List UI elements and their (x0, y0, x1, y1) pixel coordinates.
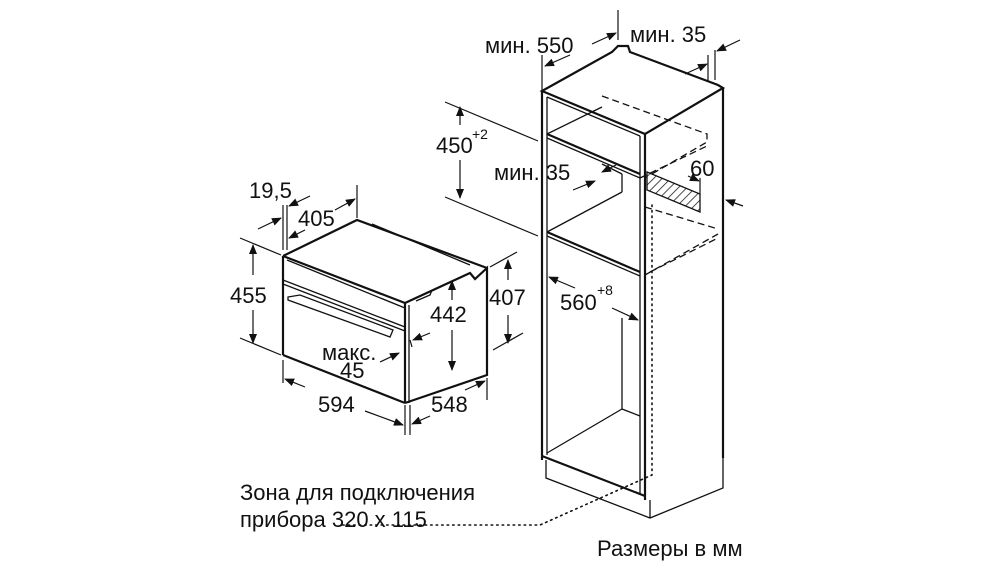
built-in-appliance (281, 218, 489, 405)
door-handle (287, 294, 394, 338)
niche-height-tolerance: +2 (472, 126, 488, 142)
ventilation-opening (646, 171, 701, 213)
connection-zone-line2: прибора 320 x 115 (240, 507, 427, 532)
connection-zone-line1: Зона для подключения (240, 480, 475, 505)
niche-width-label: 560 (560, 290, 597, 315)
handle-depth-label: 45 (340, 358, 364, 383)
shelf-gap-min-label: мин. 35 (494, 160, 570, 185)
front-thickness-label: 19,5 (249, 178, 292, 203)
body-rear-height-label: 407 (489, 285, 526, 310)
niche-width-tolerance: +8 (597, 282, 613, 298)
cabinet-depth-min-label: мин. 550 (485, 33, 574, 58)
cabinet-dimensions: мин. 550 мин. 35 450 +2 мин. 35 60 560 +… (436, 10, 744, 321)
body-height-label: 442 (430, 302, 467, 327)
appliance-dimensions: 19,5 405 455 442 407 макс. 45 594 (230, 178, 526, 435)
body-depth-label: 548 (431, 392, 468, 417)
front-height-label: 455 (230, 283, 267, 308)
niche-height-label: 450 (436, 133, 473, 158)
handle-max-label: макс. (322, 340, 376, 365)
front-width-label: 594 (318, 392, 355, 417)
rear-gap-min-label: мин. 35 (630, 22, 706, 47)
tall-cabinet (339, 44, 726, 526)
dimensions-unit-note: Размеры в мм (597, 536, 743, 561)
vent-depth-label: 60 (690, 156, 714, 181)
body-depth-top-label: 405 (298, 206, 335, 231)
